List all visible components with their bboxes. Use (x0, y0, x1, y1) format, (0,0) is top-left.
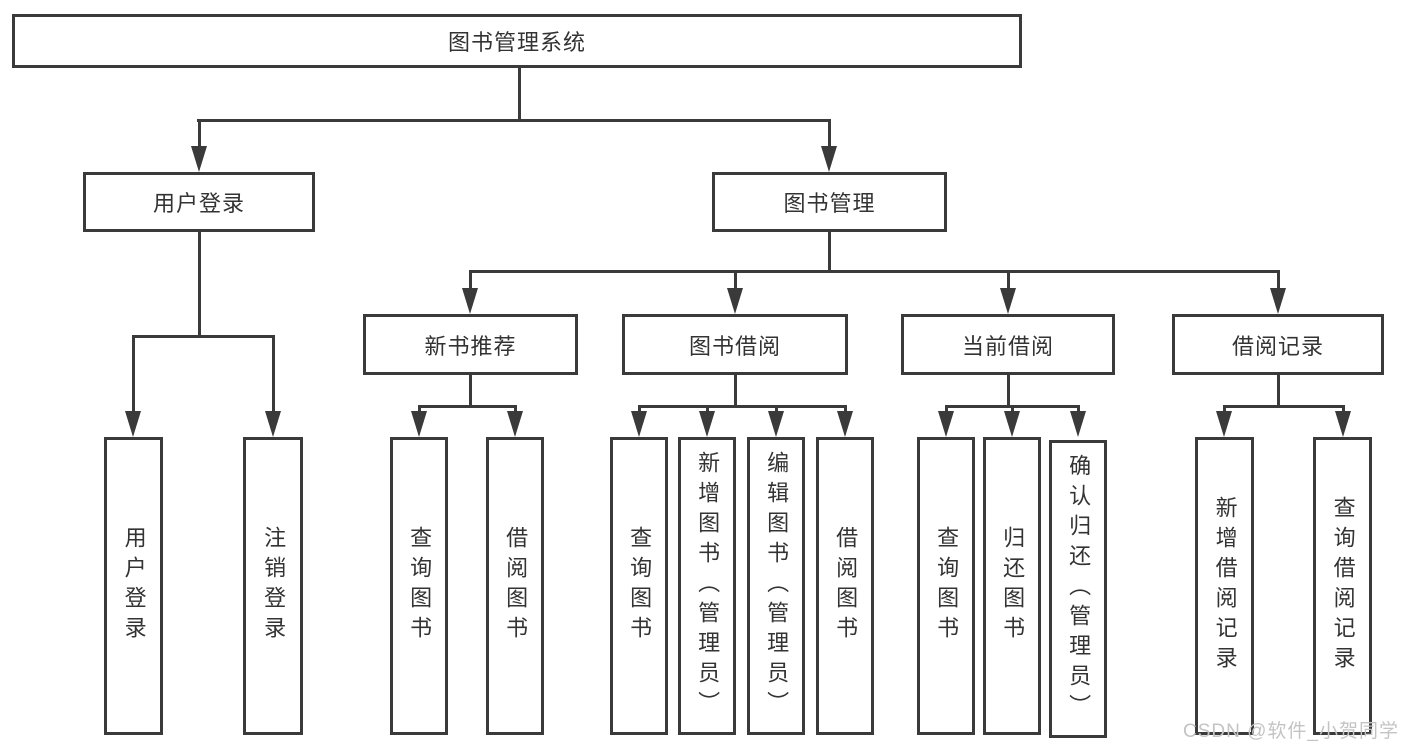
arrow-down-icon (727, 288, 743, 314)
leaf-borrow-books: 借阅图书 (816, 437, 874, 735)
connector-line (638, 405, 641, 411)
node-borrow-records: 借阅记录 (1172, 314, 1384, 375)
arrow-down-icon (1335, 411, 1351, 437)
arrow-down-icon (125, 411, 141, 437)
connector-current-borrow-stem (1007, 375, 1010, 405)
connector-line (828, 119, 831, 146)
arrow-down-icon (1000, 288, 1016, 314)
leaf-label: 查询图书 (627, 526, 653, 646)
arrow-down-icon (191, 146, 207, 172)
arrow-down-icon (1270, 288, 1286, 314)
arrow-down-icon (411, 411, 427, 437)
arrow-down-icon (768, 411, 784, 437)
node-library-management-system: 图书管理系统 (12, 14, 1022, 68)
connector-line (272, 335, 275, 411)
leaf-return-books: 归还图书 (983, 437, 1041, 735)
arrow-down-icon (1070, 411, 1086, 437)
leaf-query-books-current: 查询图书 (917, 437, 975, 735)
leaf-query-books-recommend: 查询图书 (390, 437, 448, 735)
connector-line (1077, 405, 1080, 411)
leaf-query-books-borrow: 查询图书 (610, 437, 668, 735)
connector-line (132, 335, 135, 411)
connector-line (1007, 270, 1010, 288)
arrow-down-icon (631, 411, 647, 437)
leaf-add-borrow-record: 新增借阅记录 (1195, 437, 1254, 735)
leaf-add-books-admin: 新增图书（管理员） (678, 437, 736, 735)
leaf-edit-books-admin: 编辑图书（管理员） (747, 437, 805, 735)
leaf-logout: 注销登录 (243, 437, 303, 735)
leaf-label: 新增图书（管理员） (695, 451, 721, 721)
csdn-watermark: CSDN @软件_小贺同学 (1183, 721, 1399, 742)
leaf-label: 注销登录 (261, 526, 287, 646)
arrow-down-icon (699, 411, 715, 437)
connector-line (1011, 405, 1014, 411)
connector-line (734, 270, 737, 288)
connector-user-login-rail (132, 335, 275, 338)
leaf-label: 编辑图书（管理员） (764, 451, 790, 721)
leaf-label: 用户登录 (121, 526, 147, 646)
leaf-label: 查询图书 (934, 526, 960, 646)
connector-line (469, 270, 472, 288)
connector-book-mgmt-stem (828, 232, 831, 270)
leaf-query-borrow-record: 查询借阅记录 (1313, 437, 1372, 735)
arrow-down-icon (938, 411, 954, 437)
arrow-down-icon (265, 411, 281, 437)
connector-line (775, 405, 778, 411)
connector-book-borrow-stem (734, 375, 737, 405)
arrow-down-icon (1004, 411, 1020, 437)
connector-line (844, 405, 847, 411)
connector-line (1277, 270, 1280, 288)
leaf-label: 新增借阅记录 (1212, 496, 1238, 676)
arrow-down-icon (837, 411, 853, 437)
connector-line (945, 405, 948, 411)
connector-borrow-records-stem (1277, 375, 1280, 405)
connector-root-stem (518, 68, 521, 119)
connector-line (706, 405, 709, 411)
leaf-label: 借阅图书 (503, 526, 529, 646)
node-current-borrow: 当前借阅 (901, 314, 1115, 375)
connector-book-borrow-rail (638, 405, 847, 408)
leaf-label: 借阅图书 (833, 526, 859, 646)
leaf-borrow-books-recommend: 借阅图书 (486, 437, 544, 735)
connector-line (1223, 405, 1226, 411)
connector-level2-rail (197, 119, 831, 122)
arrow-down-icon (821, 146, 837, 172)
connector-new-book-rail (418, 405, 517, 408)
leaf-confirm-return-admin: 确认归还（管理员） (1049, 440, 1107, 738)
node-book-management: 图书管理 (712, 172, 947, 232)
leaf-label: 查询借阅记录 (1330, 496, 1356, 676)
connector-user-login-stem (198, 232, 201, 335)
leaf-label: 查询图书 (407, 526, 433, 646)
connector-line (514, 405, 517, 411)
leaf-label: 归还图书 (1000, 526, 1026, 646)
node-user-login: 用户登录 (83, 172, 315, 232)
connector-new-book-stem (469, 375, 472, 405)
node-book-borrow: 图书借阅 (622, 314, 848, 375)
connector-borrow-records-rail (1223, 405, 1345, 408)
arrow-down-icon (462, 288, 478, 314)
node-new-book-recommend: 新书推荐 (363, 314, 578, 375)
connector-line (198, 119, 201, 146)
connector-line (1342, 405, 1345, 411)
leaf-label: 确认归还（管理员） (1066, 454, 1092, 724)
leaf-user-login: 用户登录 (104, 437, 163, 735)
arrow-down-icon (1216, 411, 1232, 437)
connector-line (418, 405, 421, 411)
arrow-down-icon (507, 411, 523, 437)
connector-level3-rail (469, 270, 1280, 273)
